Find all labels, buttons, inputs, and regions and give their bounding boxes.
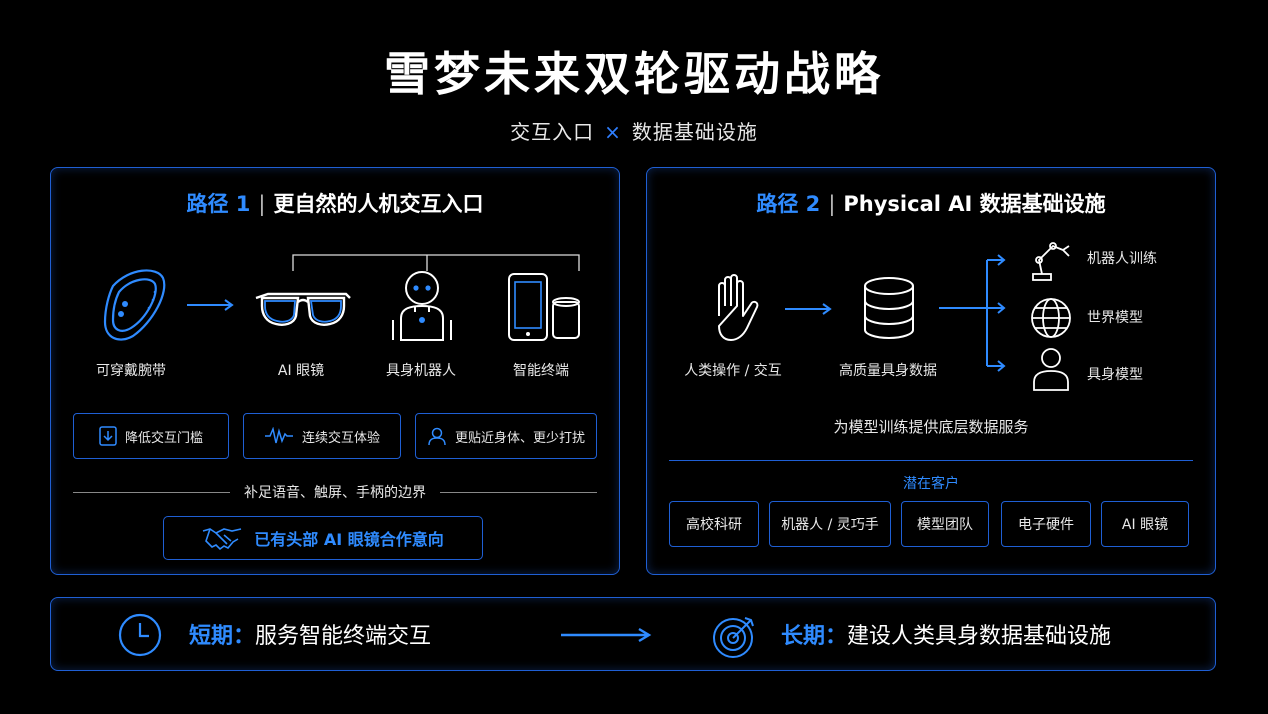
feature-continuous: 连续交互体验 xyxy=(243,413,401,459)
boundary-text: 补足语音、触屏、手柄的边界 xyxy=(244,485,426,501)
output-robot-training: 机器人训练 xyxy=(1087,251,1157,267)
short-term: 短期：服务智能终端交互 xyxy=(189,618,431,650)
short-term-value: 服务智能终端交互 xyxy=(255,624,432,649)
customer-ai-glasses: AI 眼镜 xyxy=(1101,501,1189,547)
feature-lower-barrier-label: 降低交互门槛 xyxy=(124,430,203,446)
path1-title: 路径 1 | 更自然的人机交互入口 xyxy=(51,188,619,218)
times-icon: × xyxy=(604,120,622,144)
subtitle-left: 交互入口 xyxy=(510,120,595,144)
fanout-arrows xyxy=(939,254,1006,372)
path2-panel: 路径 2 | Physical AI 数据基础设施 人类操作 / 交互 高质量具身数… xyxy=(646,167,1216,575)
robot-icon xyxy=(392,271,452,341)
source-label: 人类操作 / 交互 xyxy=(684,363,782,379)
item-robot-label: 具身机器人 xyxy=(386,363,456,379)
feature-lower-barrier: 降低交互门槛 xyxy=(73,413,229,459)
long-term-key: 长期： xyxy=(781,624,848,649)
item-wristband-label: 可穿戴腕带 xyxy=(96,363,166,379)
glasses-icon xyxy=(255,292,351,326)
boundary-divider: 补足语音、触屏、手柄的边界 xyxy=(73,482,597,502)
path1-panel: 路径 1 | 更自然的人机交互入口 可穿戴腕带 AI 眼镜 xyxy=(50,167,620,575)
output-world-model: 世界模型 xyxy=(1087,310,1143,326)
arrow-right-icon xyxy=(187,299,234,311)
feature-continuous-label: 连续交互体验 xyxy=(301,430,380,446)
potential-customers-label: 潜在客户 xyxy=(903,476,959,492)
phone-icon xyxy=(508,273,548,341)
clock-icon xyxy=(118,613,162,657)
customer-robotics: 机器人 / 灵巧手 xyxy=(769,501,891,547)
robot-arm-icon xyxy=(1032,242,1070,281)
feature-closer-body-label: 更贴近身体、更少打扰 xyxy=(454,430,585,446)
output-embodied-model: 具身模型 xyxy=(1087,367,1143,383)
path2-title: 路径 2 | Physical AI 数据基础设施 xyxy=(647,188,1215,218)
handshake-icon xyxy=(203,528,242,551)
feature-closer-body: 更贴近身体、更少打扰 xyxy=(415,413,597,459)
partner-badge: 已有头部 AI 眼镜合作意向 xyxy=(163,516,483,560)
arrow-right-icon-2 xyxy=(785,303,832,315)
partner-text: 已有头部 AI 眼镜合作意向 xyxy=(254,530,444,549)
path1-number: 路径 1 xyxy=(186,192,251,216)
path1-separator: | xyxy=(258,192,266,216)
target-icon xyxy=(713,617,754,658)
long-term-value: 建设人类具身数据基础设施 xyxy=(847,624,1112,649)
subtitle-right: 数据基础设施 xyxy=(631,120,758,144)
wristband-icon xyxy=(103,269,166,341)
download-icon xyxy=(99,426,117,446)
globe-icon xyxy=(1031,298,1071,338)
data-label: 高质量具身数据 xyxy=(839,363,937,379)
speaker-icon xyxy=(552,297,580,339)
service-text: 为模型训练提供底层数据服务 xyxy=(833,418,1029,436)
path1-title-text: 更自然的人机交互入口 xyxy=(273,192,484,216)
path2-separator: | xyxy=(828,192,836,216)
customer-hardware: 电子硬件 xyxy=(1001,501,1091,547)
customer-model-team: 模型团队 xyxy=(901,501,989,547)
waveform-icon xyxy=(264,427,293,444)
hand-icon xyxy=(718,274,759,341)
person-icon xyxy=(1033,348,1069,391)
short-term-key: 短期： xyxy=(189,624,256,649)
database-icon xyxy=(864,277,914,340)
item-glasses-label: AI 眼镜 xyxy=(277,363,325,379)
long-term: 长期：建设人类具身数据基础设施 xyxy=(781,618,1111,650)
user-icon xyxy=(428,427,446,446)
path2-title-text: Physical AI 数据基础设施 xyxy=(843,192,1106,216)
page-subtitle: 交互入口 × 数据基础设施 xyxy=(0,116,1268,145)
timeline-arrow xyxy=(561,627,652,643)
timeline-bar: 短期：服务智能终端交互 长期：建设人类具身数据基础设施 xyxy=(50,597,1216,671)
customer-university: 高校科研 xyxy=(669,501,759,547)
page-title: 雪梦未来双轮驱动战略 xyxy=(384,47,884,101)
path2-number: 路径 2 xyxy=(756,192,821,216)
item-terminal-label: 智能终端 xyxy=(513,363,569,379)
section-divider xyxy=(669,460,1193,461)
bracket-connector xyxy=(292,254,580,271)
